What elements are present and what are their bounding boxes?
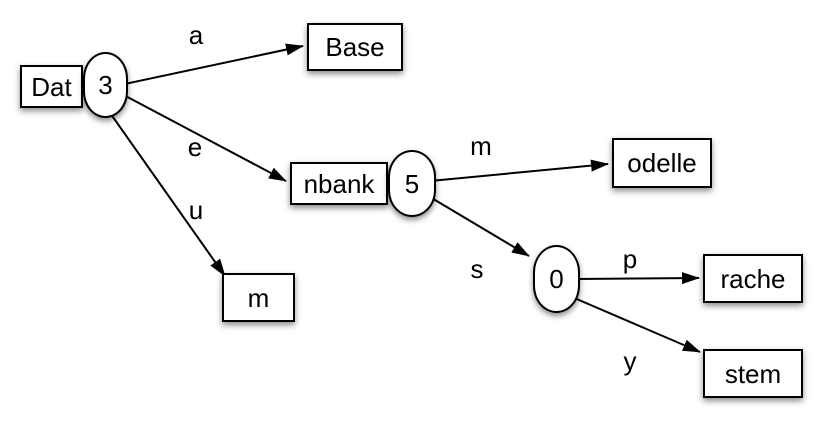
edge-y-label: y — [623, 346, 637, 376]
node-dat-count-oval: 3 — [83, 52, 128, 118]
node-base-box: Base — [307, 23, 403, 71]
node-base-label: Base — [325, 32, 385, 62]
edge-y-arrow — [571, 296, 701, 353]
edge-p-label: p — [622, 244, 638, 274]
node-stem-box: stem — [703, 349, 803, 398]
node-nbank-label: nbank — [303, 168, 375, 199]
node-rache-box: rache — [703, 254, 803, 303]
node-nbank-box: nbank — [290, 162, 388, 205]
edge-m-arrow — [429, 159, 609, 182]
node-nbank-count: 5 — [404, 168, 420, 199]
edge-e-label: e — [187, 132, 203, 162]
node-dat-box: Dat — [20, 65, 83, 108]
edge-u-arrow — [107, 109, 226, 277]
node-m-label: m — [247, 282, 270, 313]
node-stem-label: stem — [724, 358, 782, 389]
node-nbank-count-oval: 5 — [388, 150, 436, 217]
edge-s-label: s — [470, 254, 484, 284]
node-dat-count: 3 — [98, 70, 113, 100]
edge-a-arrow — [119, 43, 304, 86]
node-rache-label: rache — [720, 263, 786, 294]
node-dat-label: Dat — [31, 71, 72, 102]
node-m-box: m — [222, 273, 295, 322]
edge-a-label: a — [188, 20, 204, 50]
node-odelle-label: odelle — [627, 148, 697, 178]
node-zero-oval: 0 — [533, 245, 580, 313]
edge-p-arrow — [574, 272, 700, 285]
edge-e-arrow — [119, 92, 287, 182]
edge-u-label: u — [188, 195, 204, 225]
edge-m-label: m — [470, 131, 492, 161]
node-zero-count: 0 — [549, 264, 564, 294]
edge-s-arrow — [429, 196, 530, 257]
node-odelle-box: odelle — [612, 138, 712, 188]
